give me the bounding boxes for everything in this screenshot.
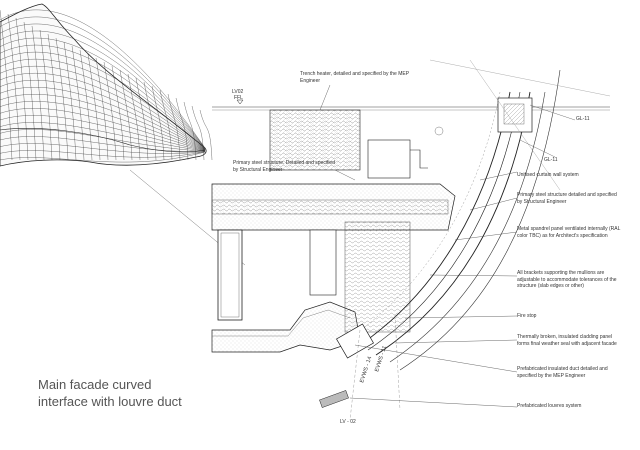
annotation-metal-spandrel: Metal spandrel panel ventilated internal…	[517, 226, 621, 239]
drawing-caption: Main facade curved interface with louvre…	[38, 376, 238, 410]
level-lv02-bottom-label: LV - 02	[340, 419, 356, 425]
level-marker-icon	[236, 99, 244, 105]
annotation-unitised-curtain-wall: Unitised curtain wall system	[517, 172, 579, 178]
louvre-blade	[319, 390, 349, 408]
level-ffl-label: FFL	[234, 95, 243, 101]
evws-11-label: EVWS - 11	[374, 345, 388, 372]
building-model-wireframe	[0, 3, 213, 167]
annotation-primary-steel-top: Primary steel structure. Detailed and sp…	[233, 160, 335, 173]
annotation-brackets: All brackets supporting the mullions are…	[517, 270, 617, 289]
annotation-prefab-louvres: Prefabricated louvres system	[517, 403, 582, 409]
mep-unit	[367, 139, 411, 179]
steel-column	[217, 229, 243, 321]
annotation-thermal-break: Thermally broken, insulated cladding pan…	[517, 334, 617, 347]
bottom-transom	[336, 323, 374, 359]
evws-14-label: EVWS - 14	[359, 356, 373, 384]
curtain-wall-curve	[359, 91, 511, 346]
caption-line-1: Main facade curved	[38, 377, 152, 392]
annotation-prefab-duct: Prefabricated insulated duct detailed an…	[517, 366, 608, 379]
annotation-trench-heater: Trench heater, detailed and specified by…	[300, 71, 409, 84]
annotation-fire-stop: Fire stop	[517, 313, 537, 319]
gridline-gl11-mid-label: GL-11	[544, 157, 558, 163]
leader-lines	[319, 84, 518, 408]
caption-line-2: interface with louvre duct	[38, 394, 182, 409]
section-detail: EVWS - 11 EVWS - 14	[211, 59, 611, 421]
annotation-primary-steel-right: Primary steel structure detailed and spe…	[517, 192, 617, 205]
gridline-gl11-top-label: GL-11	[576, 116, 590, 122]
level-lv02-label: LV02	[232, 89, 244, 95]
